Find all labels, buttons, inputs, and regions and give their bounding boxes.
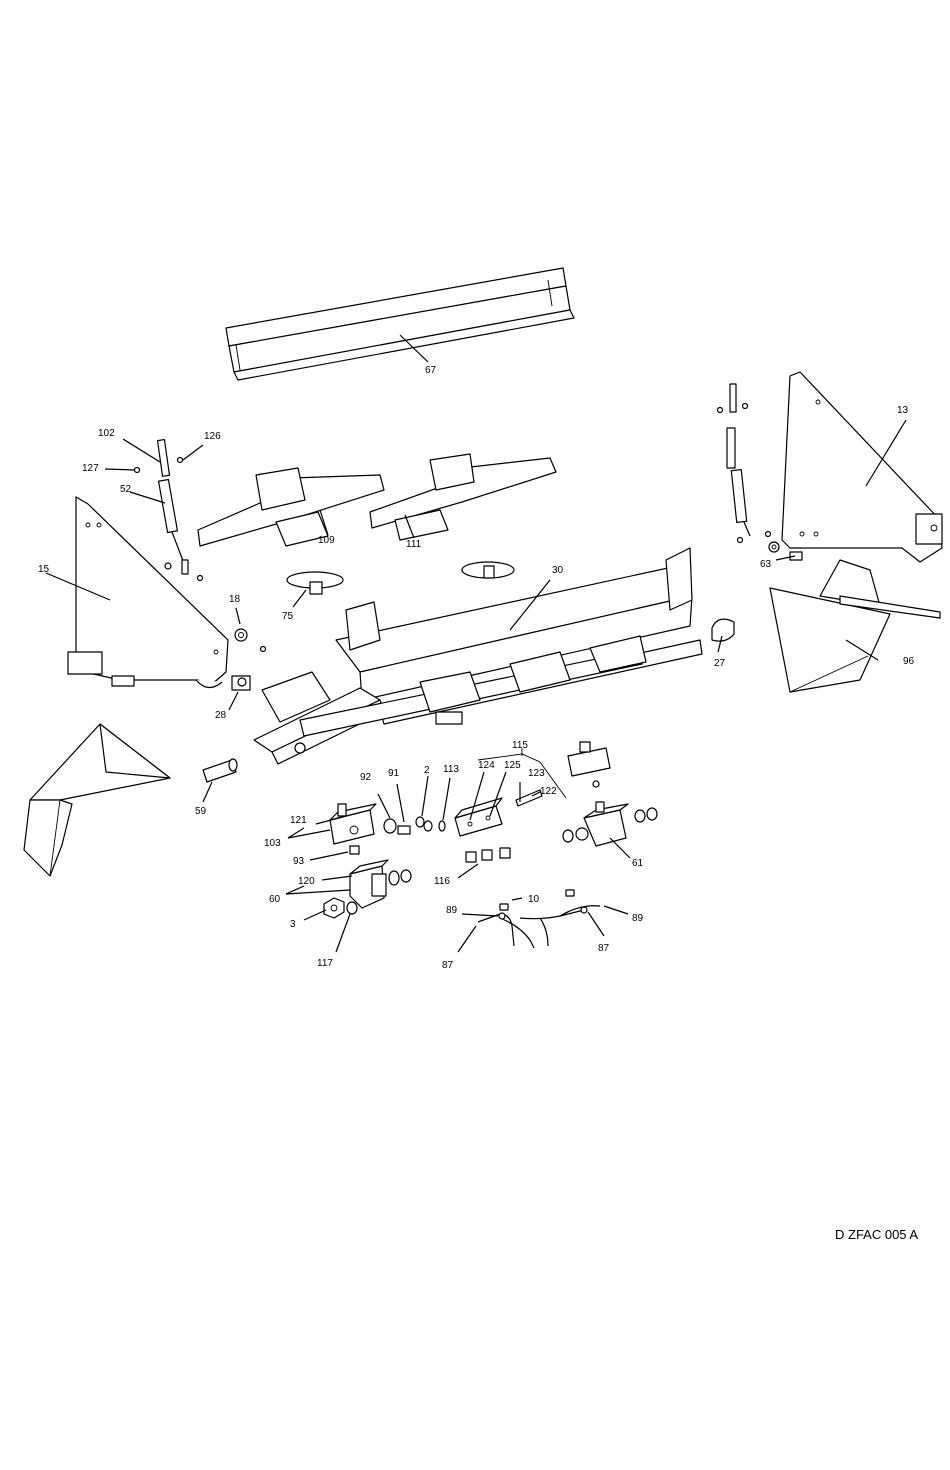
label-127: 127 — [82, 463, 99, 474]
part-67-channel-beam — [226, 268, 574, 380]
label-115: 115 — [512, 740, 528, 751]
label-28: 28 — [215, 710, 227, 721]
label-116: 116 — [434, 876, 450, 887]
part-75-plates — [287, 562, 514, 607]
label-13: 13 — [897, 405, 909, 416]
label-103: 103 — [264, 838, 281, 849]
part-93-spring — [310, 846, 359, 860]
label-123: 123 — [528, 768, 545, 779]
label-67: 67 — [425, 365, 437, 376]
label-89-right: 89 — [632, 913, 644, 924]
label-10: 10 — [528, 894, 540, 905]
label-102: 102 — [98, 428, 115, 439]
label-3: 3 — [290, 919, 296, 930]
label-93: 93 — [293, 856, 305, 867]
label-91: 91 — [388, 768, 400, 779]
label-60: 60 — [269, 894, 281, 905]
label-27: 27 — [714, 658, 726, 669]
label-126: 126 — [204, 431, 221, 442]
part-111-blade-arm — [370, 454, 556, 540]
part-3-117-nuts — [304, 898, 357, 952]
label-120: 120 — [298, 876, 315, 887]
label-61: 61 — [632, 858, 644, 869]
part-109-blade-arm — [198, 468, 384, 546]
label-15: 15 — [38, 564, 50, 575]
label-89-left: 89 — [446, 905, 458, 916]
label-121: 121 — [290, 815, 307, 826]
label-59: 59 — [195, 806, 207, 817]
label-111: 111 — [406, 539, 422, 550]
label-96: 96 — [903, 656, 915, 667]
label-124: 124 — [478, 760, 495, 771]
label-2: 2 — [424, 765, 430, 776]
part-61-motor — [563, 802, 657, 858]
label-87-right: 87 — [598, 943, 610, 954]
label-122: 122 — [540, 786, 557, 797]
part-59-shaft — [203, 759, 237, 802]
label-63: 63 — [760, 559, 772, 570]
part-27-motor — [712, 619, 734, 652]
part-96-right-hopper — [770, 560, 940, 692]
small-hardware-92-91-2-113 — [378, 776, 450, 834]
label-18: 18 — [229, 594, 241, 605]
part-18-nut — [235, 608, 266, 652]
label-113: 113 — [443, 764, 459, 775]
label-30: 30 — [552, 565, 564, 576]
right-gas-strut — [718, 384, 771, 543]
label-109: 109 — [318, 535, 335, 546]
document-code: D ZFAC 005 A — [835, 1227, 918, 1242]
label-87-left: 87 — [442, 960, 454, 971]
label-117: 117 — [317, 958, 333, 969]
label-52: 52 — [120, 484, 132, 495]
label-92: 92 — [360, 772, 372, 783]
part-13-right-side-plate — [782, 372, 942, 562]
label-125: 125 — [504, 760, 521, 771]
left-hopper — [24, 724, 170, 876]
part-28-bracket — [229, 676, 250, 710]
part-116-clips — [458, 848, 510, 878]
part-15-left-side-plate — [46, 497, 228, 688]
label-75: 75 — [282, 611, 294, 622]
